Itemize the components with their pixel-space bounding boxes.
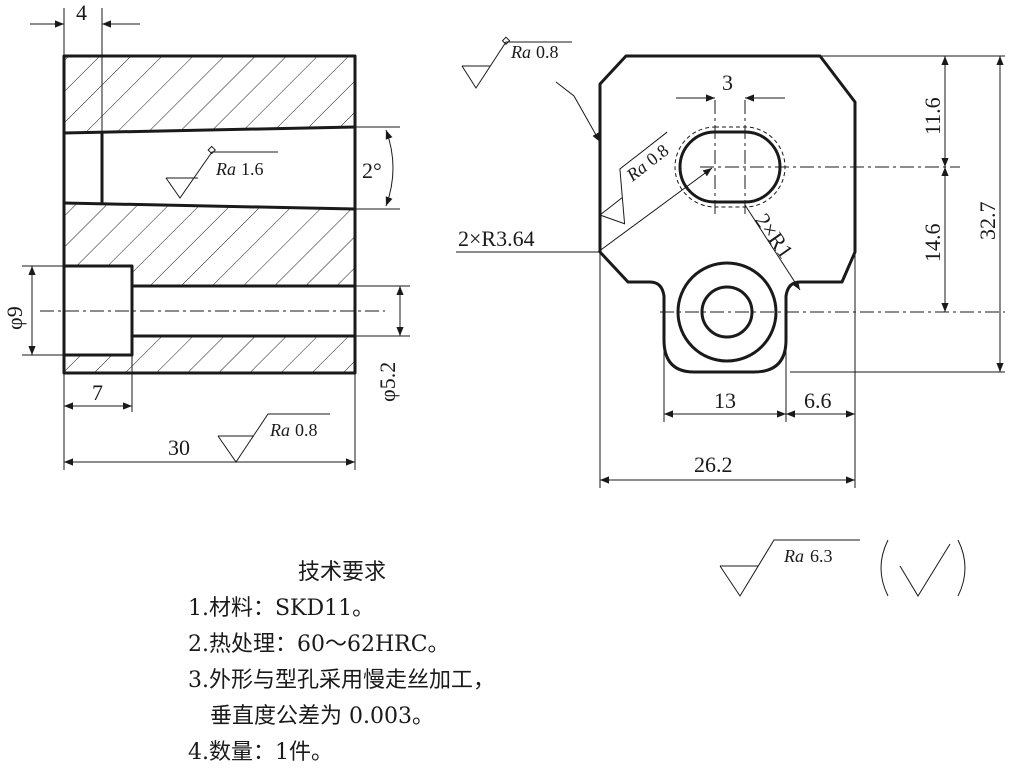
dim-3: 3 (722, 70, 733, 95)
svg-text:Ra0.8: Ra0.8 (622, 140, 673, 186)
svg-text:Ra6.3: Ra6.3 (783, 546, 833, 566)
dim-phi52: φ5.2 (375, 362, 400, 402)
dim-4: 4 (76, 0, 87, 25)
dim-30: 30 (168, 435, 190, 460)
note-item: 4.数量：1件。 (188, 740, 333, 765)
label-2xr364: 2×R3.64 (458, 226, 535, 251)
note-item: 1.材料：SKD11。 (188, 596, 375, 621)
ra-label: Ra (215, 159, 236, 179)
roughness-symbol-slot: Ra0.8 (599, 131, 673, 225)
part-outline (598, 54, 857, 374)
technical-requirements: 技术要求 1.材料：SKD11。 2.热处理：60～62HRC。 3.外形与型孔… (188, 555, 495, 771)
ra-bottom-value: 0.8 (295, 420, 318, 440)
notes-title: 技术要求 (298, 560, 387, 585)
dim-26-2: 26.2 (694, 452, 733, 477)
ra-slot-value: 0.8 (642, 140, 672, 170)
dim-phi9: φ9 (2, 306, 27, 330)
dim-2deg: 2° (362, 158, 382, 183)
ra-contour-value: 0.8 (536, 42, 559, 62)
ra-bore-value: 1.6 (241, 159, 264, 179)
svg-text:Ra1.6: Ra1.6 (215, 159, 264, 179)
note-item: 2.热处理：60～62HRC。 (188, 632, 450, 657)
svg-text:Ra0.8: Ra0.8 (510, 42, 559, 62)
hatch-middle (64, 203, 355, 286)
dim-11-6: 11.6 (920, 97, 945, 135)
ra-general-value: 6.3 (810, 546, 833, 566)
dim-14-6: 14.6 (920, 224, 945, 263)
hatch-top (64, 56, 355, 133)
hatch-bottom (64, 336, 355, 373)
front-view: 3 11.6 14.6 32.7 13 6.6 26.2 2×R3.64 2×R… (456, 36, 1005, 488)
dim-6-6: 6.6 (804, 388, 832, 413)
note-item: 3.外形与型孔采用慢走丝加工， (188, 668, 495, 693)
svg-text:Ra0.8: Ra0.8 (269, 420, 318, 440)
dim-7: 7 (92, 380, 103, 405)
note-item: 垂直度公差为 0.003。 (210, 704, 434, 729)
dim-32-7: 32.7 (975, 202, 1000, 241)
label-2xr1: 2×R1 (750, 209, 799, 264)
dim-13: 13 (714, 388, 736, 413)
